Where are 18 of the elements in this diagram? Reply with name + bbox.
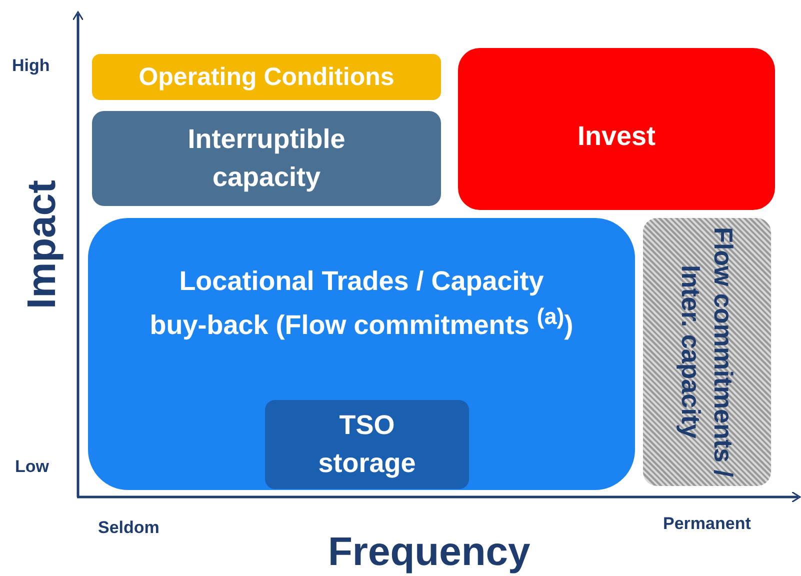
axis-title: Frequency xyxy=(328,530,530,575)
axis-tick-label: Permanent xyxy=(663,514,751,534)
box-label: Flow commitments / Inter. capacity xyxy=(675,226,740,479)
axis-tick-label: High xyxy=(12,56,50,76)
axis-tick-label: Low xyxy=(15,457,49,477)
hatched-box xyxy=(643,218,771,486)
box-label: Operating Conditions xyxy=(138,62,394,92)
category-box xyxy=(458,48,775,210)
category-box xyxy=(88,218,635,490)
category-box xyxy=(92,111,441,206)
box-label: TSO storage xyxy=(317,408,417,480)
axis-tick-label: Seldom xyxy=(98,518,160,538)
box-label: Locational Trades / Capacity buy-back (Flow commitments $^{(a)}$) xyxy=(148,265,574,342)
category-box xyxy=(92,54,441,100)
box-label: Interruptible capacity xyxy=(186,122,346,194)
category-box xyxy=(265,400,469,489)
box-label: Invest xyxy=(577,120,656,153)
axis-title: Impact xyxy=(20,180,65,309)
